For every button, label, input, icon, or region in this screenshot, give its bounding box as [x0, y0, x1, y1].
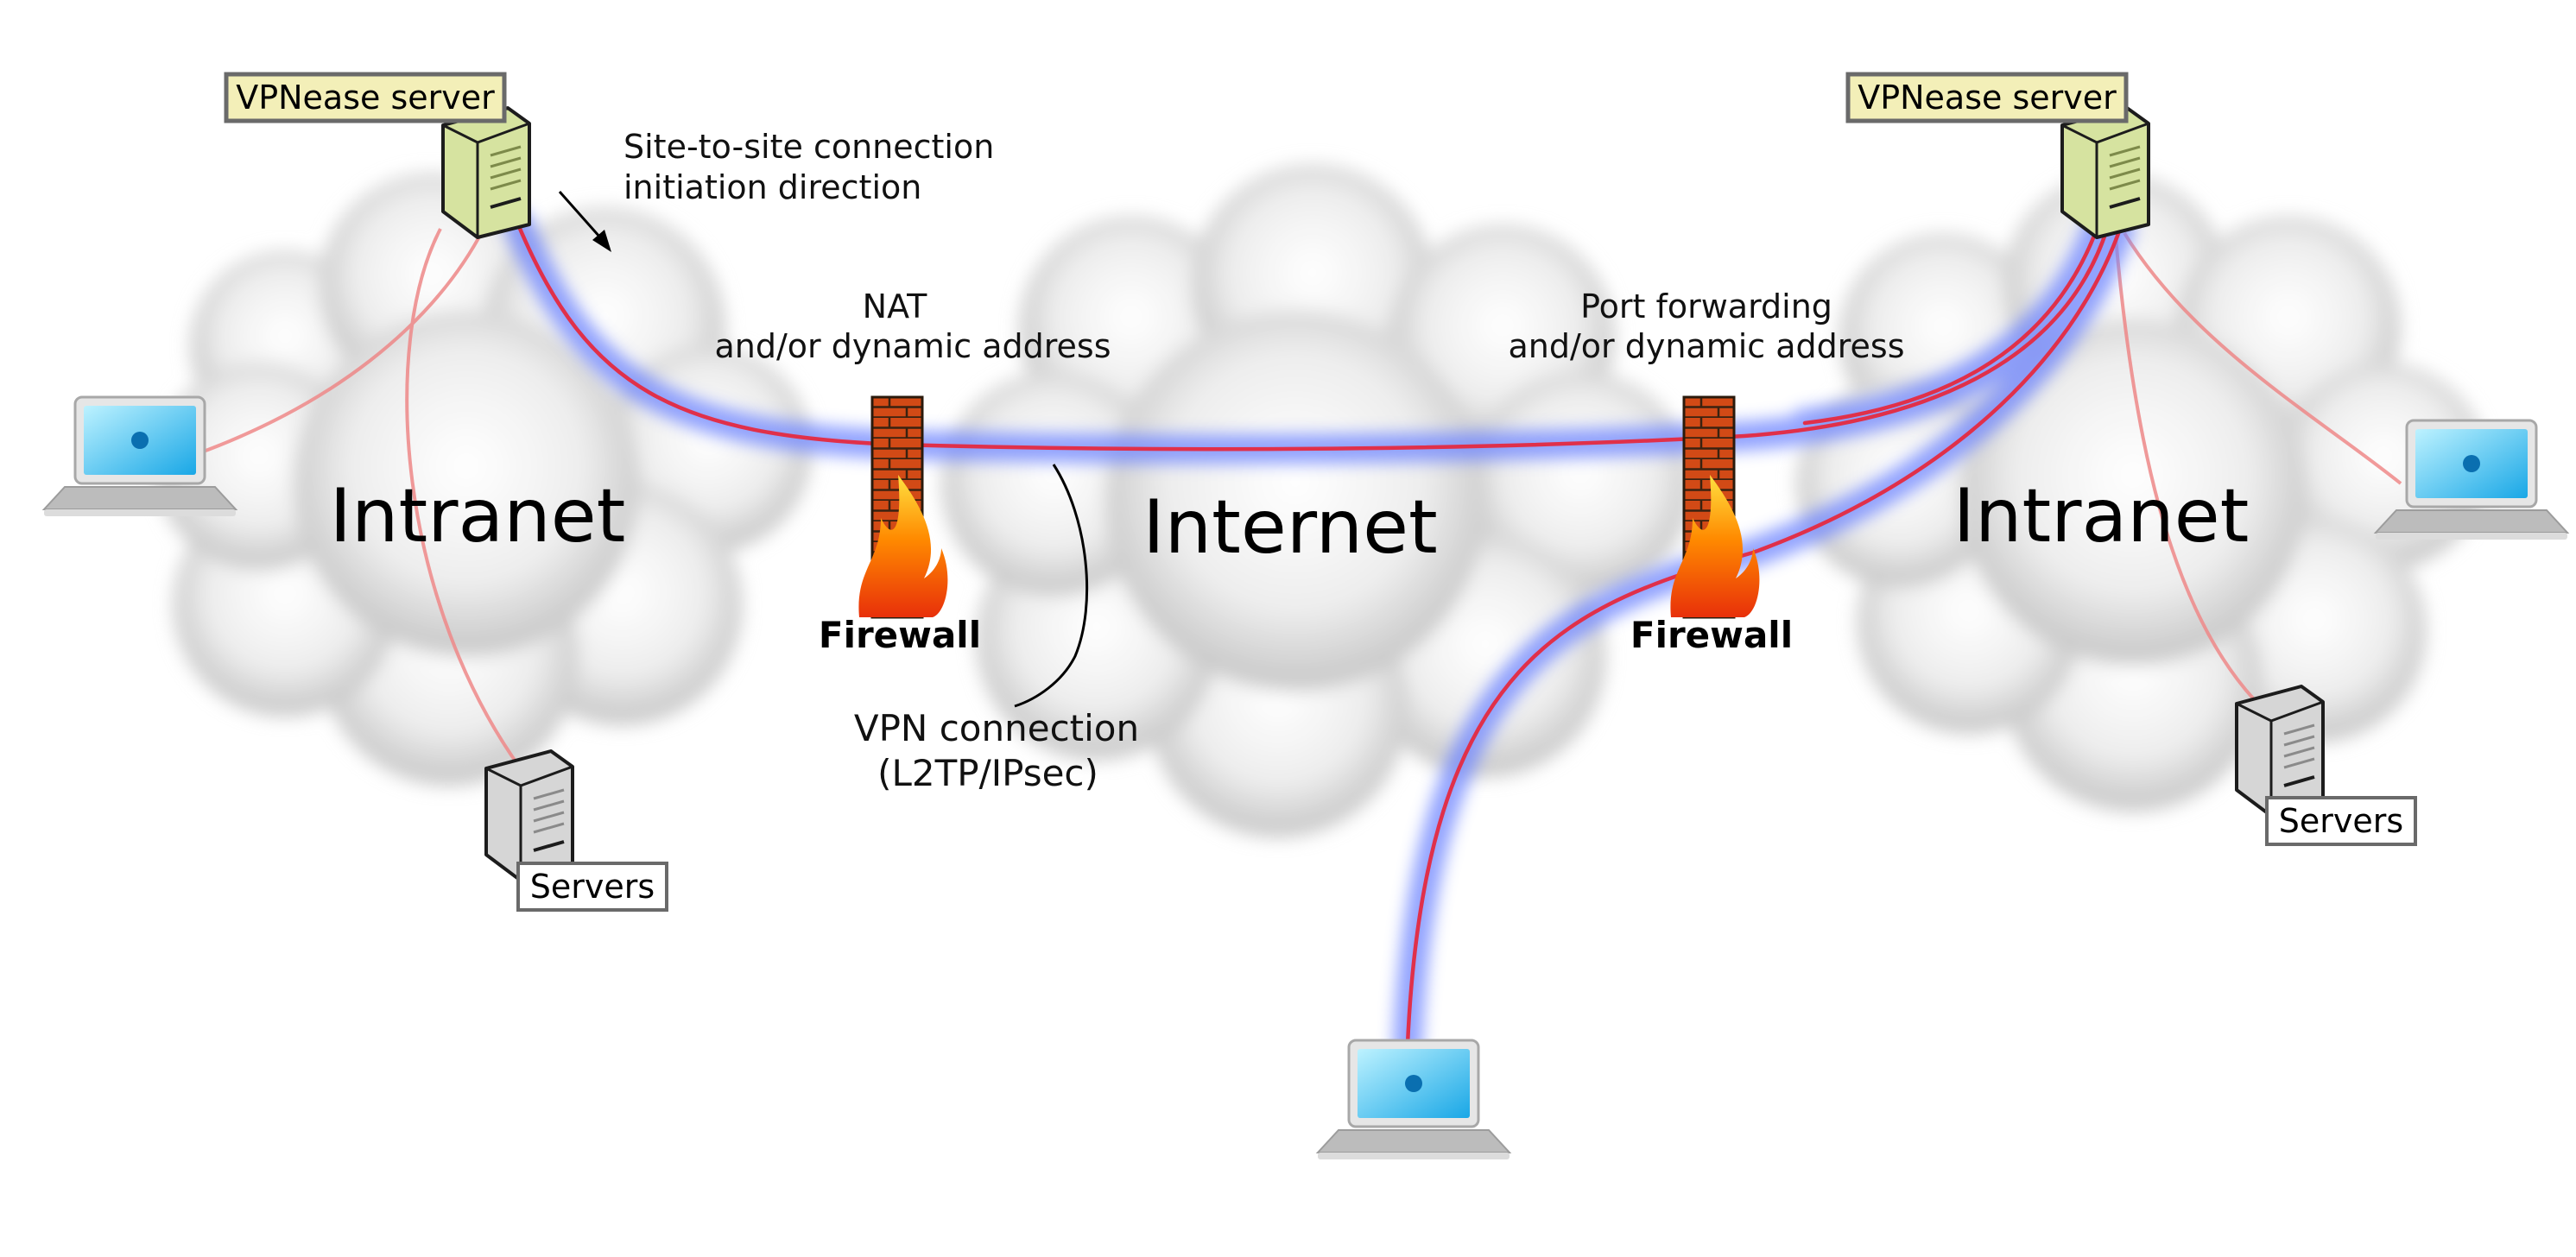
port-forwarding-label-line2: and/or dynamic address — [1508, 327, 1904, 365]
lan-links — [198, 228, 2402, 779]
server-icon — [441, 106, 531, 239]
servers-label-right: Servers — [2265, 796, 2417, 846]
svg-text:Servers: Servers — [530, 868, 655, 906]
cloud-center — [941, 164, 1693, 837]
vpnease-server-label-right: VPNease server — [1845, 72, 2129, 123]
cloud-label-right: Intranet — [1953, 473, 2250, 559]
firewall-icon — [858, 395, 948, 619]
cloud-label-left: Intranet — [330, 473, 626, 559]
server-icon — [2060, 106, 2150, 239]
firewall-icon — [1670, 395, 1760, 619]
firewall-label-left: Firewall — [819, 614, 981, 656]
cloud-left — [155, 173, 812, 786]
server-icon — [484, 749, 574, 882]
svg-text:VPNease server: VPNease server — [1858, 79, 2117, 117]
initiation-direction-arrow — [558, 191, 611, 252]
site-to-site-label-line2: initiation direction — [623, 168, 921, 206]
cloud-label-center: Internet — [1142, 484, 1437, 571]
laptop-icon — [1315, 1039, 1512, 1159]
nat-label-line2: and/or dynamic address — [714, 327, 1111, 365]
firewall-label-right: Firewall — [1630, 614, 1793, 656]
nat-label-line1: NAT — [863, 287, 927, 325]
servers-label-left: Servers — [516, 862, 668, 912]
vpn-connection-pointer — [1014, 464, 1089, 708]
cloud-right — [1796, 173, 2487, 812]
laptop-icon — [41, 395, 238, 516]
svg-text:VPNease server: VPNease server — [236, 79, 495, 117]
site-to-site-label-line1: Site-to-site connection — [623, 128, 994, 166]
laptop-icon — [2373, 419, 2570, 540]
port-forwarding-label-line1: Port forwarding — [1580, 287, 1832, 325]
vpn-connection-label-line1: VPN connection — [854, 707, 1139, 749]
vpn-connection-label-line2: (L2TP/IPsec) — [877, 752, 1098, 794]
vpnease-server-label-left: VPNease server — [224, 72, 507, 123]
svg-text:Servers: Servers — [2279, 802, 2403, 840]
